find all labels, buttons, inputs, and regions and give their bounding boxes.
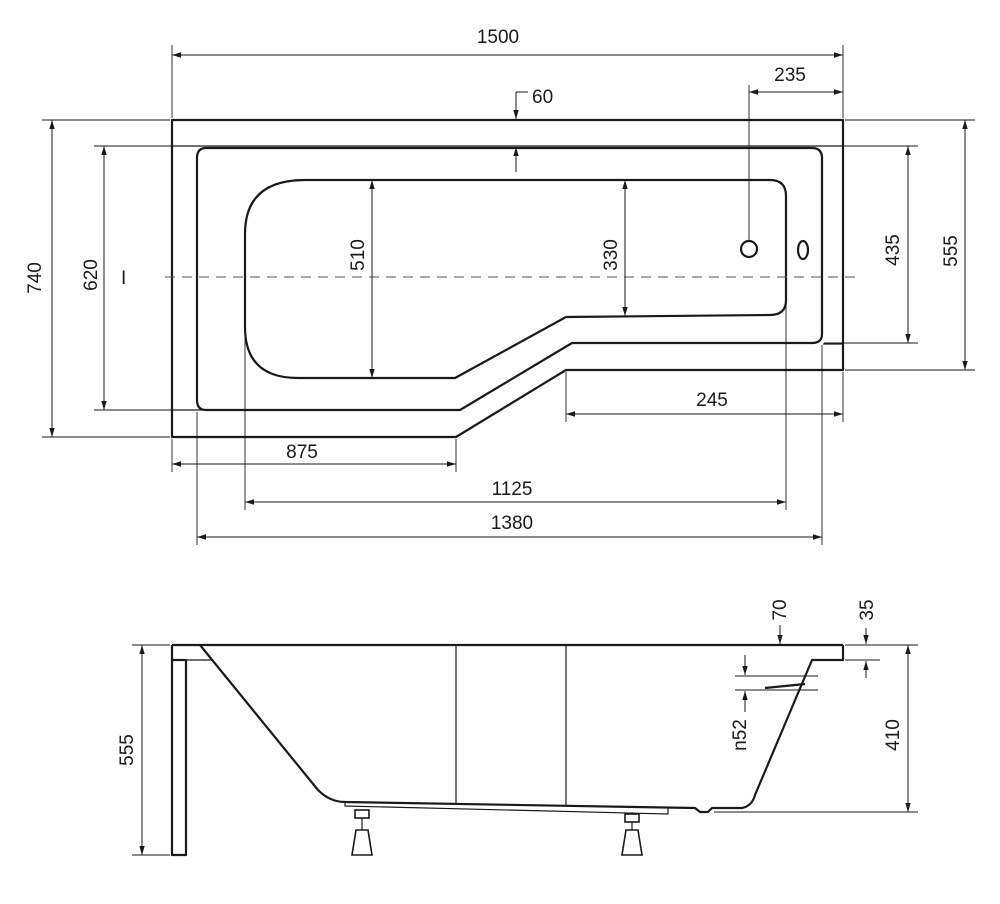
dim-label-overflow: n52	[730, 719, 751, 751]
side-base-plate	[344, 802, 669, 815]
dim-label-side-total-height: 555	[117, 734, 138, 766]
dim-label-overall-length: 1500	[477, 27, 519, 48]
foot-right	[621, 813, 643, 856]
dim-label-narrow-length: 245	[696, 390, 728, 411]
foot-left	[351, 809, 373, 856]
dim-label-rim-edge: 70	[770, 599, 791, 620]
dim-label-basin-length: 1125	[492, 479, 533, 500]
overflow-slot	[796, 239, 810, 261]
plan-view: I 1500 235 60 740 620 510 330	[25, 27, 975, 545]
dim-label-basin-width-wide: 510	[348, 239, 369, 271]
dim-label-right-outer: 555	[941, 235, 962, 267]
side-view: 555 70 n52 35 410	[117, 599, 918, 857]
dim-label-wide-length: 875	[286, 442, 318, 463]
overflow-mark	[764, 682, 806, 690]
basin-bottom	[243, 178, 788, 380]
dim-label-inner-width: 620	[81, 259, 102, 291]
dim-label-overall-width: 740	[25, 262, 46, 294]
dim-label-basin-depth: 410	[883, 719, 904, 751]
dim-label-right-inner: 435	[883, 234, 904, 266]
tub-outer-outline	[170, 118, 845, 439]
center-mark: I	[121, 268, 126, 289]
side-tub-body	[199, 644, 845, 814]
dim-label-inner-length: 1380	[491, 513, 533, 534]
dim-label-drain-offset: 235	[774, 65, 806, 86]
side-apron-panel	[170, 645, 188, 857]
dim-label-basin-width-narrow: 330	[601, 239, 622, 271]
dim-label-lip: 35	[857, 599, 878, 620]
tub-inner-rim	[195, 146, 824, 412]
drain-circle	[739, 239, 759, 259]
dim-label-rim-width: 60	[532, 87, 553, 108]
